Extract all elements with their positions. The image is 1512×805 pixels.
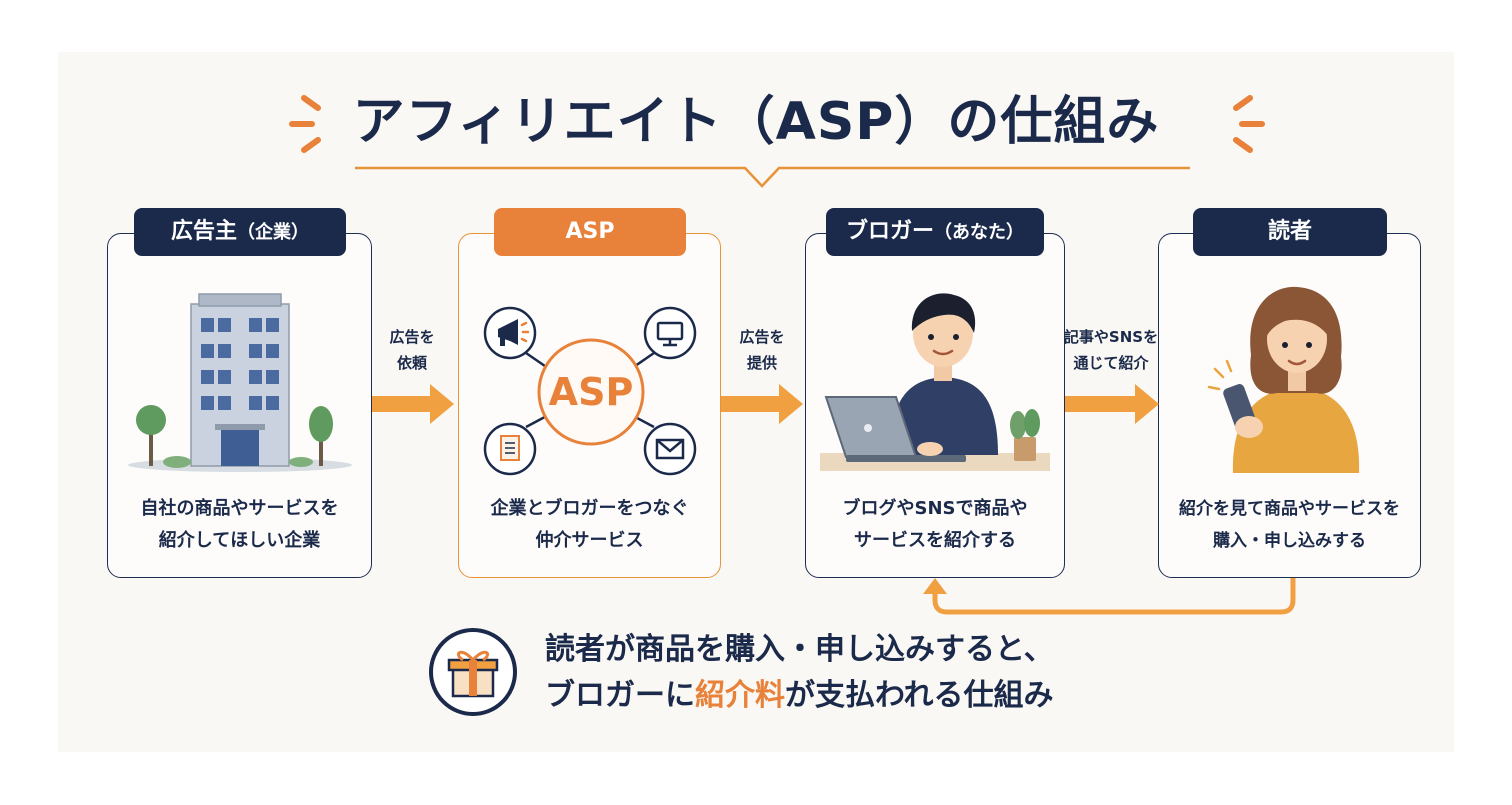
reader-with-phone-illustration xyxy=(1207,286,1360,473)
mail-icon xyxy=(643,422,697,476)
tag-advertiser: 広告主（企業） xyxy=(134,208,346,256)
title-sparkle-right-icon xyxy=(1233,95,1265,153)
arrow-label-provide: 広告を提供 xyxy=(739,328,785,372)
title-sparkle-left-icon xyxy=(289,95,321,153)
note-highlight: 紹介料 xyxy=(695,678,785,713)
tag-asp-label: ASP xyxy=(565,219,615,244)
tag-reader-label: 読者 xyxy=(1267,219,1312,244)
desc-asp: 企業とブロガーをつなぐ仲介サービス xyxy=(490,498,689,551)
return-arrow-reader-to-blogger xyxy=(923,578,1296,615)
note-line2: ブロガーに紹介料が支払われる仕組み xyxy=(545,678,1054,713)
megaphone-icon xyxy=(483,306,537,360)
arrow-blogger-to-reader xyxy=(1065,384,1159,424)
desc-blogger: ブログやSNSで商品やサービスを紹介する xyxy=(842,498,1028,551)
arrow-asp-to-blogger xyxy=(721,384,803,424)
tag-blogger: ブロガー（あなた） xyxy=(826,208,1044,256)
monitor-icon xyxy=(643,306,697,360)
asp-hub-circle xyxy=(537,338,645,446)
blogger-with-laptop-illustration xyxy=(820,293,1050,471)
tag-blogger-sub: （あなた） xyxy=(934,222,1024,243)
bottom-note: 読者が商品を購入・申し込みすると、 ブロガーに紹介料が支払われる仕組み xyxy=(545,627,1054,719)
gift-icon xyxy=(429,628,517,716)
office-building-icon xyxy=(128,293,352,472)
tag-advertiser-label: 広告主 xyxy=(170,219,237,244)
asp-network-diagram: ASP xyxy=(483,306,697,476)
tag-blogger-label: ブロガー xyxy=(845,219,934,244)
arrow-label-introduce: 記事やSNSを通じて紹介 xyxy=(1063,328,1159,372)
document-icon xyxy=(483,422,537,476)
tag-reader: 読者 xyxy=(1193,208,1387,256)
arrow-advertiser-to-asp xyxy=(372,384,454,424)
title-underline xyxy=(355,166,1190,188)
arrow-label-request: 広告を依頼 xyxy=(389,328,435,372)
desc-advertiser: 自社の商品やサービスを紹介してほしい企業 xyxy=(140,498,339,551)
tag-asp: ASP xyxy=(494,208,686,256)
page-title: アフィリエイト（ASP）の仕組み xyxy=(352,92,1160,152)
note-line1: 読者が商品を購入・申し込みすると、 xyxy=(545,632,1054,667)
asp-hub-label: ASP xyxy=(549,370,634,414)
desc-reader: 紹介を見て商品やサービスを購入・申し込みする xyxy=(1179,499,1400,551)
tag-advertiser-sub: （企業） xyxy=(237,222,309,243)
